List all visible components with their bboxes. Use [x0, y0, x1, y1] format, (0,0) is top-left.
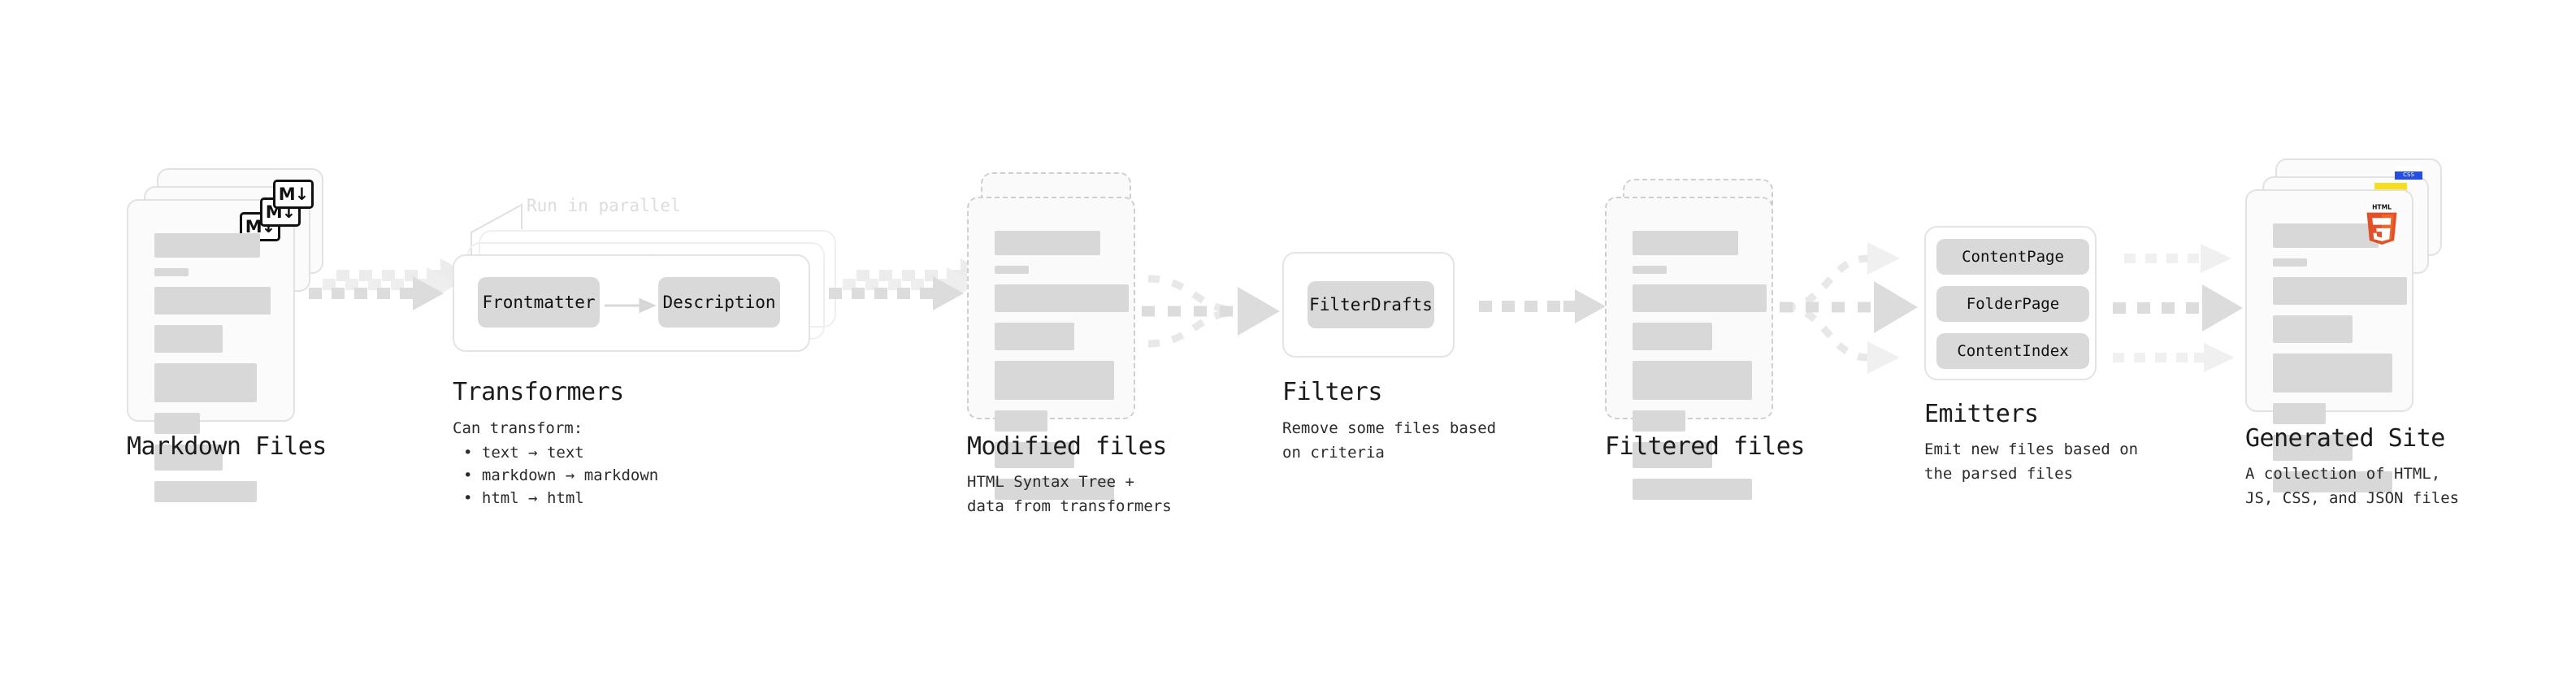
arrow-modified-to-filters: [1142, 275, 1280, 348]
filters-title: Filters: [1282, 378, 1382, 406]
transformers-bullet-0: • text → text: [463, 444, 584, 462]
filters-panel: FilterDrafts: [1282, 252, 1455, 358]
transformer-panel-front: Frontmatter Description: [453, 254, 810, 352]
emitters-pill-contentindex[interactable]: ContentIndex: [1936, 333, 2089, 369]
emitters-panel: ContentPage FolderPage ContentIndex: [1924, 226, 2097, 380]
run-in-parallel-label: Run in parallel: [527, 196, 681, 215]
transformers-title: Transformers: [453, 378, 624, 406]
filters-subtitle: Remove some files based on criteria: [1282, 419, 1497, 462]
transformer-pill-frontmatter[interactable]: Frontmatter: [478, 277, 600, 327]
markdown-files-title: Markdown Files: [127, 432, 327, 461]
emitters-subtitle: Emit new files based on the parsed files: [1924, 440, 2139, 483]
modified-skeleton: [995, 231, 1129, 510]
generated-site-title: Generated Site: [2245, 424, 2445, 453]
generated-site-subtitle: A collection of HTML, JS, CSS, and JSON …: [2245, 465, 2460, 507]
markdown-icon-back-2: M↓: [273, 180, 314, 209]
arrow-filtered-to-emitters: [1780, 242, 1918, 374]
filtered-skeleton: [1633, 231, 1767, 510]
transformer-inner-arrow: [605, 297, 657, 314]
modified-files-subtitle: HTML Syntax Tree + data from transformer…: [967, 473, 1172, 515]
filters-pill-filterdrafts[interactable]: FilterDrafts: [1308, 281, 1434, 328]
transformers-bullet-1: • markdown → markdown: [463, 466, 659, 484]
css-icon: CSS: [2395, 167, 2422, 180]
arrow-transformers-to-modified: [829, 258, 991, 310]
transformer-pill-description[interactable]: Description: [658, 277, 780, 327]
modified-card-front: [967, 197, 1135, 500]
emitters-title: Emitters: [1924, 400, 2039, 428]
html5-icon: HTML: [2366, 203, 2397, 245]
site-skeleton: [2273, 223, 2407, 503]
filtered-card-front: [1605, 197, 1773, 500]
markdown-skeleton: [154, 233, 271, 513]
arrow-markdown-to-transformers: [309, 258, 471, 310]
modified-files-title: Modified files: [967, 432, 1167, 461]
markdown-icon-back-1: M↓: [260, 197, 301, 227]
emitters-pill-contentpage[interactable]: ContentPage: [1936, 239, 2089, 275]
site-card-front: HTML: [2245, 189, 2413, 492]
svg-text:HTML: HTML: [2372, 203, 2392, 210]
transformers-bullet-2: • html → html: [463, 489, 584, 507]
filtered-files-title: Filtered files: [1605, 432, 1805, 461]
arrow-emitters-to-site: [2113, 244, 2243, 372]
arrow-filters-to-filtered: [1479, 289, 1606, 323]
emitters-pill-folderpage[interactable]: FolderPage: [1936, 286, 2089, 322]
markdown-card-front: M↓: [127, 199, 295, 502]
transformers-subtitle: Can transform:: [453, 419, 583, 437]
